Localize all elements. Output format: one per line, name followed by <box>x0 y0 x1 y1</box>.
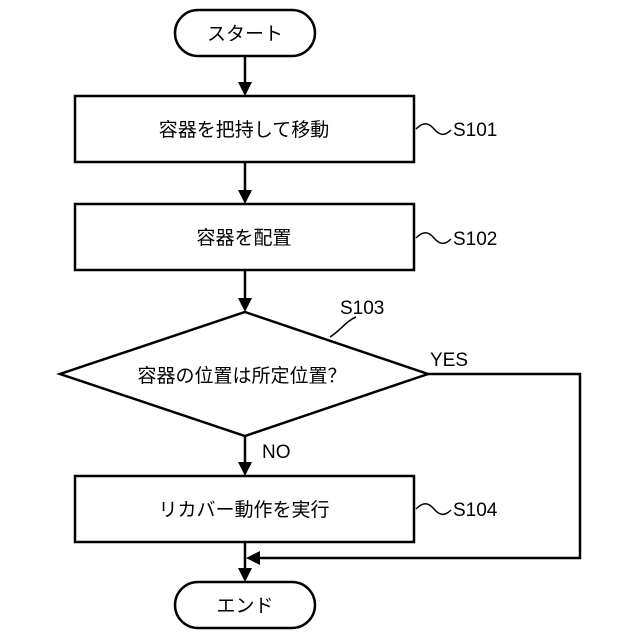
step-id-s102: S102 <box>453 229 497 250</box>
process-box-s104: リカバー動作を実行 <box>75 476 414 542</box>
process-label-s104: リカバー動作を実行 <box>158 499 329 521</box>
arrowhead-s102-s103 <box>238 298 252 312</box>
process-box-s101: 容器を把持して移動 <box>75 96 414 162</box>
step-id-s104: S104 <box>453 500 498 521</box>
step-id-s103: S103 <box>340 298 384 319</box>
step-leader-s101 <box>416 124 451 135</box>
start-terminal: スタート <box>175 10 315 56</box>
decision-label-s103: 容器の位置は所定位置？ <box>137 365 346 387</box>
process-box-s102: 容器を配置 <box>75 204 414 270</box>
arrowhead-start-s101 <box>238 82 252 96</box>
arrowhead-s104-end <box>238 568 252 582</box>
step-leader-s103 <box>330 317 356 337</box>
step-leader-s102 <box>416 233 451 244</box>
decision-diamond-s103: 容器の位置は所定位置？ <box>60 312 428 436</box>
arrowhead-yes-merge <box>246 551 260 565</box>
step-leader-s104 <box>416 504 451 515</box>
start-label: スタート <box>207 23 283 45</box>
arrowhead-no <box>238 462 252 476</box>
process-label-s101: 容器を把持して移動 <box>159 119 329 141</box>
branch-label-no: NO <box>262 442 291 463</box>
step-id-s101: S101 <box>453 120 497 141</box>
end-terminal: エンド <box>175 582 315 628</box>
branch-label-yes: YES <box>430 350 468 371</box>
arrowhead-s101-s102 <box>238 190 252 204</box>
process-label-s102: 容器を配置 <box>196 227 291 249</box>
end-label: エンド <box>216 595 273 617</box>
